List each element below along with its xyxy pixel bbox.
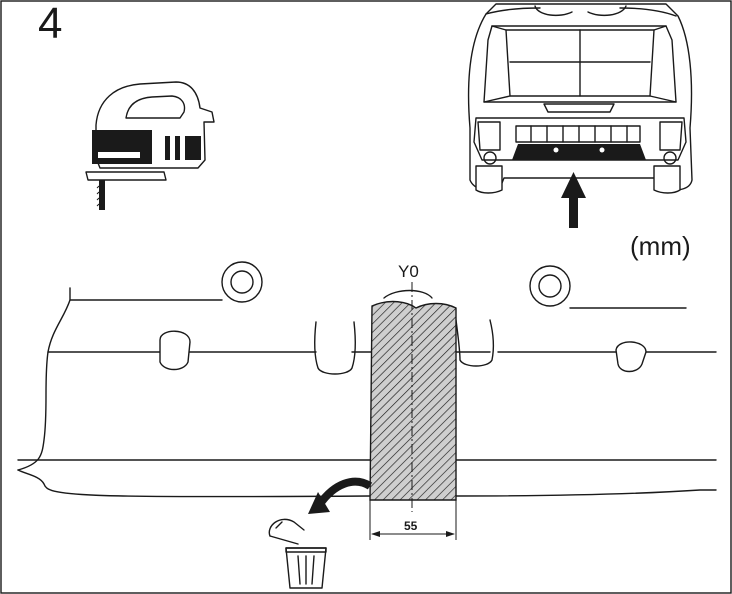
cut-section (369, 282, 457, 512)
width-dimension (369, 500, 457, 540)
curved-arrow-icon (308, 477, 373, 514)
beam-drawing (17, 261, 717, 498)
arrow-up-icon (561, 172, 586, 228)
y0-reference-label: Y0 (398, 262, 419, 281)
step-number: 4 (38, 0, 62, 48)
jigsaw-icon (85, 81, 215, 210)
width-dimension-label: 55 (404, 519, 418, 533)
vehicle-rear-view-icon (467, 3, 693, 194)
units-label: (mm) (630, 231, 691, 261)
trash-can-icon (268, 518, 327, 589)
